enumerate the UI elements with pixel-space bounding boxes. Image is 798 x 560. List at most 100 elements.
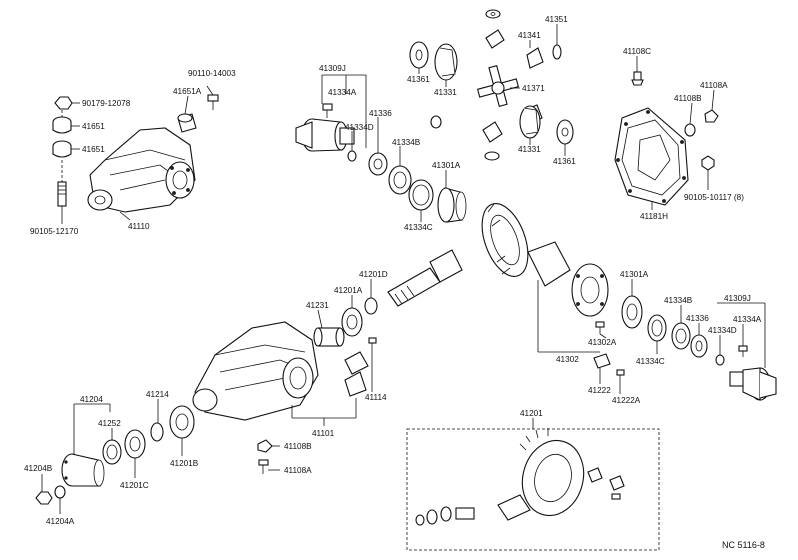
bearing-41201D <box>364 297 378 315</box>
washer-41214 <box>150 422 164 442</box>
label-41334D-top: 41334D <box>345 123 374 132</box>
thrust-washer-41361-right <box>556 119 574 145</box>
label-41204: 41204 <box>80 395 103 404</box>
mount-cushion-41651A <box>177 113 197 133</box>
bearing-41301A-right <box>621 295 643 329</box>
carrier-assembly-41110 <box>87 127 196 213</box>
label-41341: 41341 <box>518 31 541 40</box>
label-41101: 41101 <box>312 429 335 438</box>
label-90110-14003: 90110-14003 <box>188 69 236 78</box>
bolt-41114 <box>368 337 377 352</box>
drive-pinion-shaft <box>387 249 463 307</box>
kit-box-41201 <box>406 428 660 551</box>
label-41204A: 41204A <box>46 517 75 526</box>
cushion-41651-upper <box>52 116 72 134</box>
plug-41108C <box>631 71 644 86</box>
bearing-41201A <box>341 307 363 337</box>
bearing-cup-41334C-top <box>408 179 434 211</box>
bearing-41301A-top <box>437 187 467 223</box>
seal-41334D-right <box>715 354 725 366</box>
washer-41204A <box>54 485 66 499</box>
label-41108B-top: 41108B <box>674 94 702 103</box>
bearing-41334B-right <box>671 322 691 350</box>
label-41334B-top: 41334B <box>392 138 421 147</box>
label-41309J-right: 41309J <box>724 294 751 303</box>
carrier-cover-41181H <box>614 107 689 206</box>
carrier-housing-main <box>192 321 319 421</box>
seal-41334D-top <box>347 150 357 162</box>
side-gear-41331-left <box>434 43 458 81</box>
diff-case <box>527 241 609 317</box>
cushion-41651-lower <box>52 140 72 158</box>
label-41331-left: 41331 <box>434 88 457 97</box>
label-41371: 41371 <box>522 84 545 93</box>
label-41114: 41114 <box>365 393 387 402</box>
label-90179-12078: 90179-12078 <box>82 99 131 108</box>
bearing-41201C <box>124 429 146 459</box>
label-41110: 41110 <box>128 222 150 231</box>
label-41336-top: 41336 <box>369 109 392 118</box>
label-41108B-bottom: 41108B <box>284 442 312 451</box>
part-labels: 90110-14003 41651A 90179-12078 41651 416… <box>24 15 765 550</box>
companion-flange-41309J-top <box>295 118 355 152</box>
diagram-code: NC 5116-8 <box>722 540 765 550</box>
label-41361-left: 41361 <box>407 75 430 84</box>
bolt-90105-10117 <box>701 155 715 171</box>
leader-lines <box>41 24 766 514</box>
label-41231: 41231 <box>306 301 329 310</box>
thrust-washer-41351 <box>484 9 562 161</box>
label-41204B: 41204B <box>24 464 53 473</box>
plug-41108B-bottom <box>257 439 273 453</box>
label-90105-10117: 90105-10117 (8) <box>684 193 744 202</box>
label-41351: 41351 <box>545 15 568 24</box>
label-41201C: 41201C <box>120 481 149 490</box>
bolt-90110-14003 <box>207 94 219 110</box>
label-41214: 41214 <box>146 390 169 399</box>
gasket-41108B-top <box>684 123 696 137</box>
label-41222A: 41222A <box>612 396 641 405</box>
washer-41336-top <box>368 152 388 176</box>
label-41108C: 41108C <box>623 47 651 56</box>
label-90105-12170: 90105-12170 <box>30 227 79 236</box>
label-41334A-top: 41334A <box>328 88 357 97</box>
label-41334D-right: 41334D <box>708 326 737 335</box>
label-41252: 41252 <box>98 419 121 428</box>
label-41301A-right: 41301A <box>620 270 649 279</box>
seal-41252 <box>102 439 122 465</box>
label-41334C-right: 41334C <box>636 357 665 366</box>
plug-41108A-top <box>704 109 719 123</box>
bearing-41334B-top <box>388 165 412 195</box>
label-41361-right: 41361 <box>553 157 576 166</box>
label-41201D: 41201D <box>359 270 388 279</box>
label-41651A: 41651A <box>173 87 202 96</box>
label-41651-upper: 41651 <box>82 122 105 131</box>
bolt-41302A <box>595 321 605 334</box>
bolt-41334A-right <box>738 345 748 357</box>
bearing-cup-41334C-right <box>647 314 667 342</box>
washer-41336-right <box>690 334 708 358</box>
washer-41331-small <box>430 115 442 129</box>
label-41201A: 41201A <box>334 286 363 295</box>
spider-cross-41371 <box>476 64 520 108</box>
bearing-41201B <box>169 405 195 439</box>
bolt-41334A-top <box>322 103 333 118</box>
bearing-cap-41114 <box>344 351 369 397</box>
label-41108A-top: 41108A <box>700 81 728 90</box>
label-41334A-right: 41334A <box>733 315 762 324</box>
label-41222: 41222 <box>588 386 611 395</box>
plug-41108A-bottom <box>258 459 269 474</box>
stud-bolt-90105-12170 <box>57 181 67 207</box>
thrust-washer-41361-left <box>409 41 429 69</box>
label-41334C-top: 41334C <box>404 223 433 232</box>
label-41201: 41201 <box>520 409 543 418</box>
companion-flange-41309J-right <box>729 367 777 401</box>
side-gear-41331-right <box>519 105 541 139</box>
label-41201B: 41201B <box>170 459 199 468</box>
bolt-41222A <box>616 369 625 382</box>
label-41108A-bottom: 41108A <box>284 466 312 475</box>
label-41309J-top: 41309J <box>319 64 346 73</box>
lock-plate-41222 <box>593 353 611 369</box>
label-41181H: 41181H <box>640 212 668 221</box>
